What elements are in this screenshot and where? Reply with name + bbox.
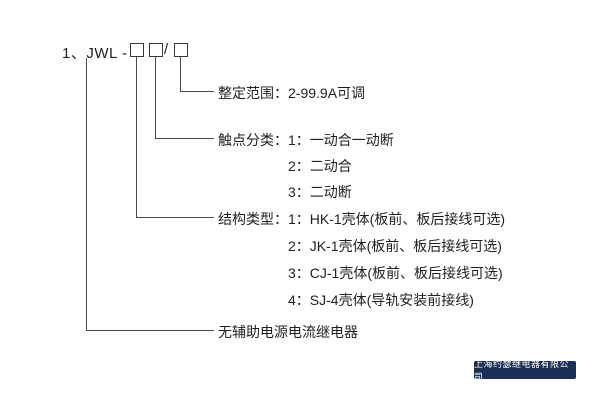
connector-product-name — [86, 58, 214, 331]
digit-box-contact-type — [149, 43, 163, 57]
callout-structure-type: 结构类型：1：HK-1壳体(板前、板后接线可选) — [218, 211, 506, 227]
watermark-badge: 上海约瑟继电器有限公司 — [474, 359, 576, 382]
callout-structure-type-option-3: 3：CJ-1壳体(板前、板后接线可选) — [288, 265, 503, 281]
callout-structure-type-option-4: 4：SJ-4壳体(导轨安装前接线) — [288, 292, 474, 308]
model-code-prefix: 1、JWL - — [62, 45, 128, 62]
callout-setting-range: 整定范围：2-99.9A可调 — [218, 85, 366, 101]
connector-contact-type — [155, 57, 214, 139]
digit-box-setting-range — [174, 43, 188, 57]
model-code-slash: / — [164, 41, 169, 58]
callout-product-name: 无辅助电源电流继电器 — [218, 324, 358, 340]
callout-contact-type: 触点分类：1：一动合一动断 — [218, 132, 394, 148]
callout-structure-type-option-2: 2：JK-1壳体(板前、板后接线可选) — [288, 238, 502, 254]
callout-contact-type-option-3: 3：二动断 — [288, 184, 352, 200]
callout-contact-type-option-2: 2：二动合 — [288, 158, 352, 174]
connector-structure-type — [136, 57, 214, 218]
connector-setting-range — [180, 57, 214, 92]
digit-box-structure-type — [130, 43, 144, 57]
